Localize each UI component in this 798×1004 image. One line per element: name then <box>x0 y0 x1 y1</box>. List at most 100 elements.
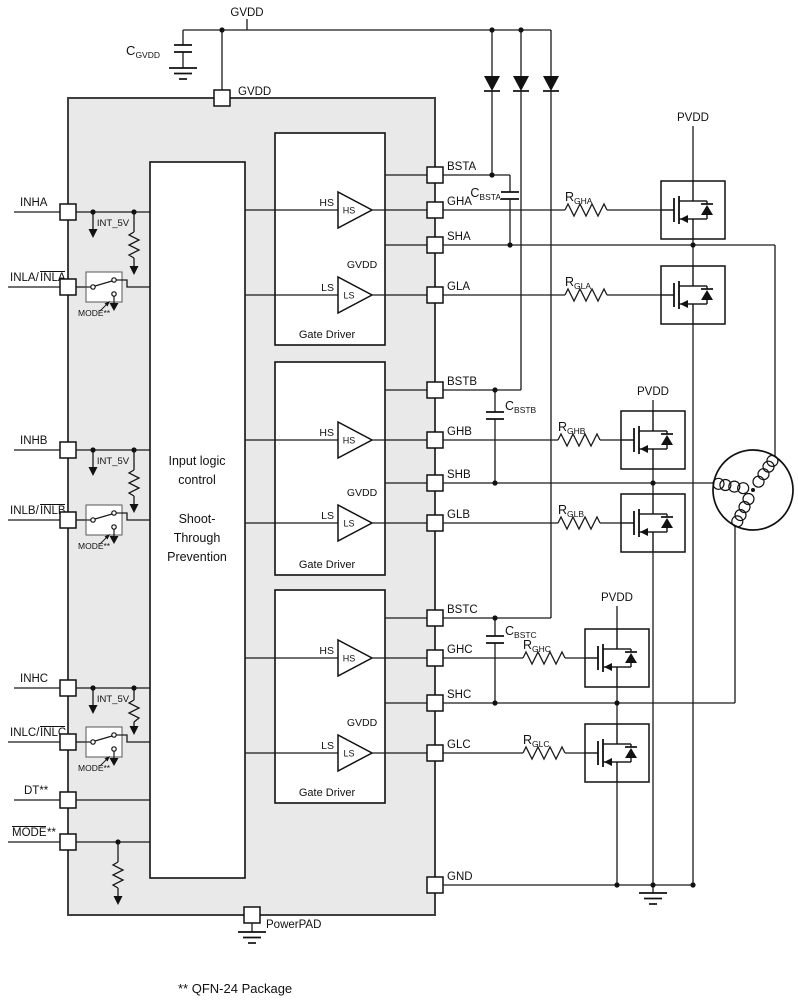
rghc-resistor <box>522 650 566 666</box>
rghc-label: RGHC <box>523 638 551 654</box>
logic-label-line1: Input logic <box>169 454 226 468</box>
shc-label: SHC <box>447 689 471 701</box>
gnd-label: GND <box>447 871 473 883</box>
phase-c-external: CBSTC RGHC RGLC PVDD <box>443 526 736 885</box>
phase-b-external: CBSTB RGHB RGLB PVDD <box>443 386 714 893</box>
package-footnote: ** QFN-24 Package <box>178 981 292 996</box>
input-inla: INLA/ INLA MODE** <box>8 270 150 318</box>
ls-buffer-b-label: LS <box>343 519 354 529</box>
gate-driver-c-box <box>274 589 386 804</box>
int5v-c-label: INT_5V <box>97 694 130 705</box>
hs-buffer-a-label: HS <box>343 206 356 216</box>
cgvdd-label: CGVDD <box>126 43 160 60</box>
gvdd-internal-a-label: GVDD <box>347 259 378 271</box>
inlb-label: INLB/ <box>10 505 40 517</box>
pvdd-b-label: PVDD <box>637 386 669 398</box>
pvdd-c-label: PVDD <box>601 592 633 604</box>
mosfet-c-high <box>584 628 650 688</box>
mode-switch-b-label: MODE** <box>78 541 111 551</box>
glc-pin <box>426 744 444 762</box>
ls-buffer-b <box>337 503 374 543</box>
inhc-pin <box>59 679 77 697</box>
mosfet-b-low <box>620 493 686 553</box>
bootstrap-diode-b <box>512 75 530 92</box>
input-inlc: INLC/ INLC MODE** <box>8 725 150 773</box>
gate-driver-a-box <box>274 132 386 346</box>
sha-pin <box>426 236 444 254</box>
rghb-resistor <box>557 432 601 448</box>
inhc-label: INHC <box>20 673 48 685</box>
gla-pin <box>426 286 444 304</box>
sha-label: SHA <box>447 231 471 243</box>
cbstc-capacitor <box>485 635 505 644</box>
cbstc-label: CBSTC <box>505 624 537 640</box>
rglb-label: RGLB <box>558 503 584 519</box>
input-dt: DT** <box>14 785 150 809</box>
bootstrap-diode-a <box>483 75 501 92</box>
input-inhc: INHC INT_5V <box>14 673 150 736</box>
glc-label: GLC <box>447 739 471 751</box>
rgla-label: RGLA <box>565 275 591 291</box>
ls-buffer-a-label: LS <box>343 291 354 301</box>
glb-label: GLB <box>447 509 470 521</box>
ic-body <box>67 97 436 916</box>
rglc-resistor <box>522 745 566 761</box>
mode-switch-b-arrow <box>104 534 110 540</box>
powerpad-ground-symbol <box>237 931 267 944</box>
hs-label-c: HS <box>319 645 334 657</box>
mode-switch-a-arrow <box>104 301 110 307</box>
gate-driver-b-caption: Gate Driver <box>299 559 356 571</box>
powerpad-label: PowerPAD <box>266 919 321 931</box>
inha-pin <box>59 203 77 221</box>
power-ground-symbol <box>638 892 668 905</box>
hs-label-a: HS <box>319 197 334 209</box>
dt-label: DT** <box>24 785 49 797</box>
mosfet-a-low <box>660 265 726 325</box>
ls-label-b: LS <box>321 510 334 522</box>
phase-a-external: CBSTA RGHA RGLA PVDD <box>443 112 776 885</box>
bootstrap-diodes <box>483 30 560 618</box>
hs-buffer-b <box>337 420 374 460</box>
hs-buffer-b-label: HS <box>343 436 356 446</box>
ghc-label: GHC <box>447 644 473 656</box>
ghc-pin <box>426 649 444 667</box>
rglb-resistor <box>557 515 601 531</box>
motor <box>712 449 794 531</box>
mode-switch-c-label: MODE** <box>78 763 111 773</box>
ghb-pin <box>426 431 444 449</box>
gvdd-internal-b-label: GVDD <box>347 487 378 499</box>
mode-pin <box>59 833 77 851</box>
shc-pin <box>426 694 444 712</box>
logic-block-label: Input logic control Shoot- Through Preve… <box>167 454 227 564</box>
ls-label-c: LS <box>321 740 334 752</box>
shb-label: SHB <box>447 469 471 481</box>
mosfet-a-high <box>660 180 726 240</box>
inha-label: INHA <box>20 197 48 209</box>
rghb-label: RGHB <box>558 420 586 436</box>
cgvdd-capacitor <box>173 44 193 53</box>
bstb-label: BSTB <box>447 376 477 388</box>
gnd-pin <box>426 876 444 894</box>
inhb-pin <box>59 441 77 459</box>
input-inhb: INHB INT_5V <box>14 435 150 514</box>
gvdd-pin-label: GVDD <box>238 86 271 98</box>
logic-label-line2: control <box>178 473 216 487</box>
input-mode: MODE ** <box>8 825 150 906</box>
ghb-label: GHB <box>447 426 472 438</box>
right-pins: BSTA GHA SHA GLA BSTB GHB SHB GLB BSTC G… <box>426 161 478 894</box>
gha-label: GHA <box>447 196 472 208</box>
mosfet-c-low <box>584 723 650 783</box>
dt-pin <box>59 791 77 809</box>
input-inha: INHA INT_5V <box>14 197 150 276</box>
cbsta-capacitor <box>500 191 520 200</box>
gvdd-top-label: GVDD <box>230 7 263 19</box>
mode-switch-c-arrow <box>104 756 110 762</box>
mosfet-b-high <box>620 410 686 470</box>
bootstrap-diode-c <box>542 75 560 92</box>
motor-winding-a <box>752 454 779 488</box>
rgha-resistor <box>564 202 608 218</box>
cbstb-label: CBSTB <box>505 399 537 415</box>
motor-winding-c <box>731 492 755 528</box>
